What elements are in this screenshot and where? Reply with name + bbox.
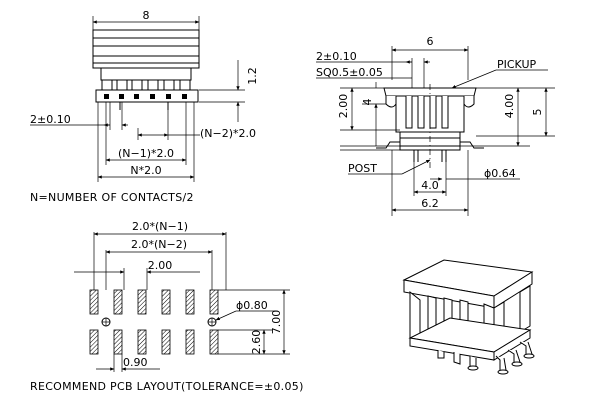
pcb-pad-width-label: 0.90 [123, 356, 148, 369]
post-span-label: 4.0 [421, 179, 439, 192]
side-width-label: 6 [427, 35, 434, 48]
pickup-label: PICKUP [497, 58, 537, 71]
pcb-layout-title: RECOMMEND PCB LAYOUT(TOLERANCE=±0.05) [30, 380, 304, 393]
front-pins [95, 79, 199, 110]
side-h400-label: 4.00 [503, 94, 516, 119]
post-label: POST [348, 162, 377, 175]
front-pitch-n2-label: (N−2)*2.0 [200, 127, 256, 140]
front-width-label: 8 [143, 9, 150, 22]
side-pin-square-label: SQ0.5±0.05 [316, 66, 383, 79]
front-pin-width-label: 2±0.10 [30, 113, 71, 126]
side-h4-label: 4 [361, 99, 374, 106]
contacts-note: N=NUMBER OF CONTACTS/2 [30, 191, 194, 204]
pcb-row-offset-label: 2.60 [250, 330, 263, 355]
front-view: 8 1.2 [30, 9, 259, 182]
side-h200-label: 2.00 [337, 94, 350, 119]
pcb-hole-label: ϕ0.80 [236, 299, 268, 312]
pcb-layout: 2.0*(N−1) 2.0*(N−2) 2.00 ϕ0.80 [30, 220, 304, 393]
side-pin-width-label: 2±0.10 [316, 50, 357, 63]
post-dia-label: ϕ0.64 [484, 167, 516, 180]
front-height-label: 1.2 [246, 67, 259, 85]
side-view: 6 2±0.10 SQ0.5±0.05 PICKUP [316, 35, 555, 216]
base-width-label: 6.2 [421, 197, 439, 210]
pcb-pitch-label: 2.00 [148, 259, 173, 272]
front-pitch-n1-label: (N−1)*2.0 [118, 147, 174, 160]
pcb-total-label: 2.0*(N−1) [132, 220, 188, 233]
connector-3d-view [402, 259, 535, 375]
pcb-n2-label: 2.0*(N−2) [131, 238, 187, 251]
front-total-label: N*2.0 [130, 164, 161, 177]
pcb-row-span-label: 7.00 [270, 310, 283, 335]
side-h5-label: 5 [531, 109, 544, 116]
